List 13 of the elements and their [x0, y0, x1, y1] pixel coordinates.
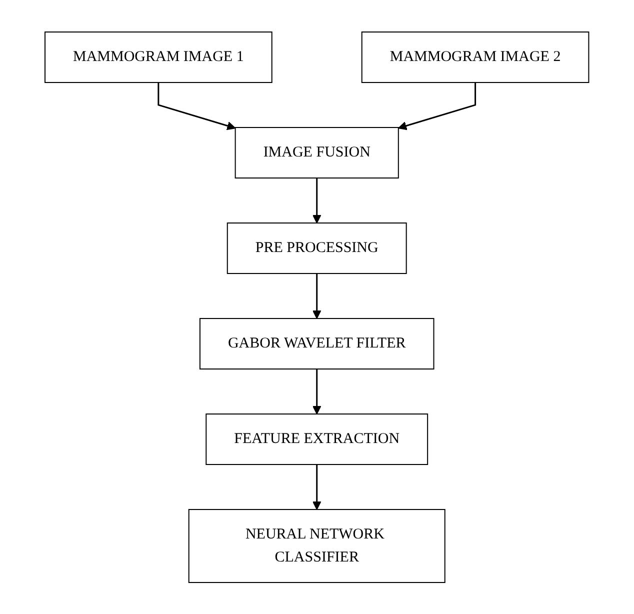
arrow — [398, 82, 476, 130]
arrow — [312, 368, 322, 414]
node-box: FEATURE EXTRACTION — [206, 413, 428, 465]
arrow — [312, 464, 322, 510]
node-box: PRE PROCESSING — [227, 222, 407, 274]
node-box: GABOR WAVELET FILTER — [200, 318, 434, 370]
arrow — [158, 82, 236, 130]
arrow — [312, 178, 322, 224]
node-box: MAMMOGRAM IMAGE 2 — [362, 31, 590, 83]
node-box: MAMMOGRAM IMAGE 1 — [44, 31, 272, 83]
node-box: NEURAL NETWORK CLASSIFIER — [188, 508, 446, 583]
arrow — [312, 273, 322, 319]
node-box: IMAGE FUSION — [234, 126, 400, 178]
